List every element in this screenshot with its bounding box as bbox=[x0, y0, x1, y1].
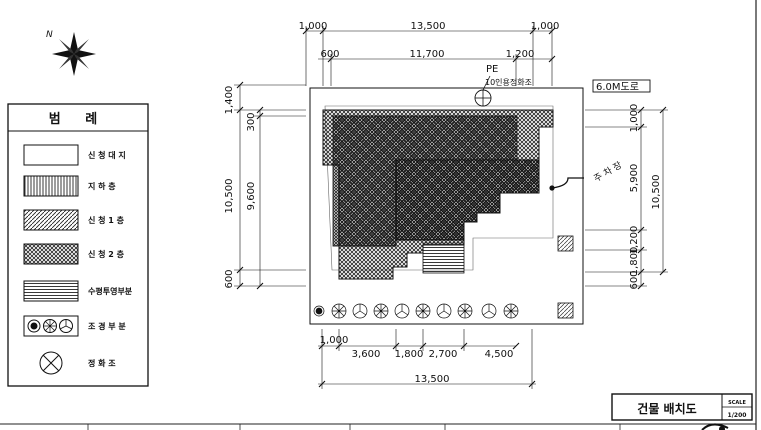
parking-leader-line bbox=[551, 177, 584, 189]
pe-leader-line bbox=[482, 75, 491, 91]
legend-swatch-floor2 bbox=[23, 243, 79, 265]
septic-tank-icon bbox=[39, 351, 63, 375]
tree-icon bbox=[313, 305, 325, 317]
dim-left-inner-1: 9,600 bbox=[246, 182, 257, 211]
dim-top-inner-2: 1,200 bbox=[506, 49, 535, 60]
dim-top-inner-1: 11,700 bbox=[410, 49, 445, 60]
legend-swatch-site bbox=[23, 144, 79, 166]
dim-top-outer-0: 1,000 bbox=[299, 21, 328, 32]
drawing-title: 건물 배치도 bbox=[637, 401, 696, 416]
tree-icon bbox=[436, 303, 452, 319]
north-arrow-icon: N bbox=[46, 30, 96, 76]
title-block: 건물 배치도 SCALE 1/200 bbox=[611, 393, 753, 421]
tree-icon bbox=[352, 303, 368, 319]
dimension-ticks bbox=[236, 27, 667, 388]
legend-label-landscape: 조 경 부 분 bbox=[88, 321, 126, 331]
legend-swatch-pond bbox=[23, 280, 79, 302]
legend-label-floor1: 신 청 1 층 bbox=[88, 215, 125, 225]
tree-icon bbox=[481, 303, 497, 319]
scale-label: SCALE bbox=[728, 400, 746, 406]
dim-top-outer-1: 13,500 bbox=[411, 21, 446, 32]
septic-tank-icon bbox=[474, 89, 492, 107]
tree-icon bbox=[503, 303, 519, 319]
parking-pad-upper bbox=[557, 235, 574, 252]
tree-icon bbox=[394, 303, 410, 319]
dim-bottom-start: 1,000 bbox=[320, 335, 349, 346]
legend-swatch-floor1 bbox=[23, 209, 79, 231]
corner-stamp-icon bbox=[701, 423, 729, 430]
dim-right-total: 10,500 bbox=[651, 175, 662, 210]
tree-icon bbox=[415, 303, 431, 319]
legend-title: 범 례 bbox=[49, 111, 107, 127]
legend-label-site: 신 청 대 지 bbox=[88, 150, 126, 160]
dim-bottom-seg-2: 2,700 bbox=[429, 349, 458, 360]
sheet-ticks bbox=[87, 424, 621, 430]
dim-bottom-total: 13,500 bbox=[415, 374, 450, 385]
dim-right-inner-1: 5,900 bbox=[629, 164, 640, 193]
dim-bottom-seg-3: 4,500 bbox=[485, 349, 514, 360]
road-label-box bbox=[592, 79, 651, 93]
dim-bottom-seg-1: 1,800 bbox=[395, 349, 424, 360]
dim-top-inner-0: 600 bbox=[320, 49, 339, 60]
legend-swatch-basement bbox=[23, 175, 79, 197]
parking-label: 주 차 장 bbox=[592, 159, 624, 185]
parking-leader-dot bbox=[549, 185, 555, 191]
tree-icon bbox=[457, 303, 473, 319]
tree-icon bbox=[27, 319, 73, 333]
dim-top-outer-2: 1,000 bbox=[531, 21, 560, 32]
legend-label-pond: 수평투영부분 bbox=[88, 286, 133, 296]
dim-left-outer-1: 10,500 bbox=[224, 179, 235, 214]
dim-right-inner-3: 1,800 bbox=[629, 247, 640, 276]
legend-label-floor2: 신 청 2 층 bbox=[88, 249, 125, 259]
building-line bbox=[324, 105, 554, 271]
legend-panel: 범 례 신 청 대 지 지 하 층 신 청 1 층 신 청 2 층 수평투영부분… bbox=[7, 103, 149, 387]
compass-letter: N bbox=[46, 30, 53, 40]
tree-icon bbox=[373, 303, 389, 319]
scale-value: 1/200 bbox=[728, 412, 747, 419]
dim-left-outer-0: 1,400 bbox=[224, 86, 235, 115]
pe-label: PE bbox=[486, 64, 498, 75]
tree-icon bbox=[331, 303, 347, 319]
legend-label-septic: 정 화 조 bbox=[88, 358, 116, 368]
building-footprint bbox=[322, 109, 554, 280]
legend-label-basement: 지 하 층 bbox=[88, 181, 116, 191]
road-label: 6.0M도로 bbox=[596, 82, 639, 93]
dim-right-inner-2: 1,200 bbox=[629, 226, 640, 255]
septic-note-label: 10인용정화조 bbox=[485, 77, 532, 87]
dim-right-inner-0: 1,000 bbox=[629, 104, 640, 133]
landscape-trees bbox=[313, 303, 519, 319]
dim-left-inner-0: 300 bbox=[246, 112, 257, 131]
parking-pad-lower bbox=[557, 302, 574, 319]
dim-left-outer-2: 600 bbox=[224, 269, 235, 288]
dim-bottom-seg-0: 3,600 bbox=[352, 349, 381, 360]
dim-right-inner-4: 600 bbox=[629, 270, 640, 289]
